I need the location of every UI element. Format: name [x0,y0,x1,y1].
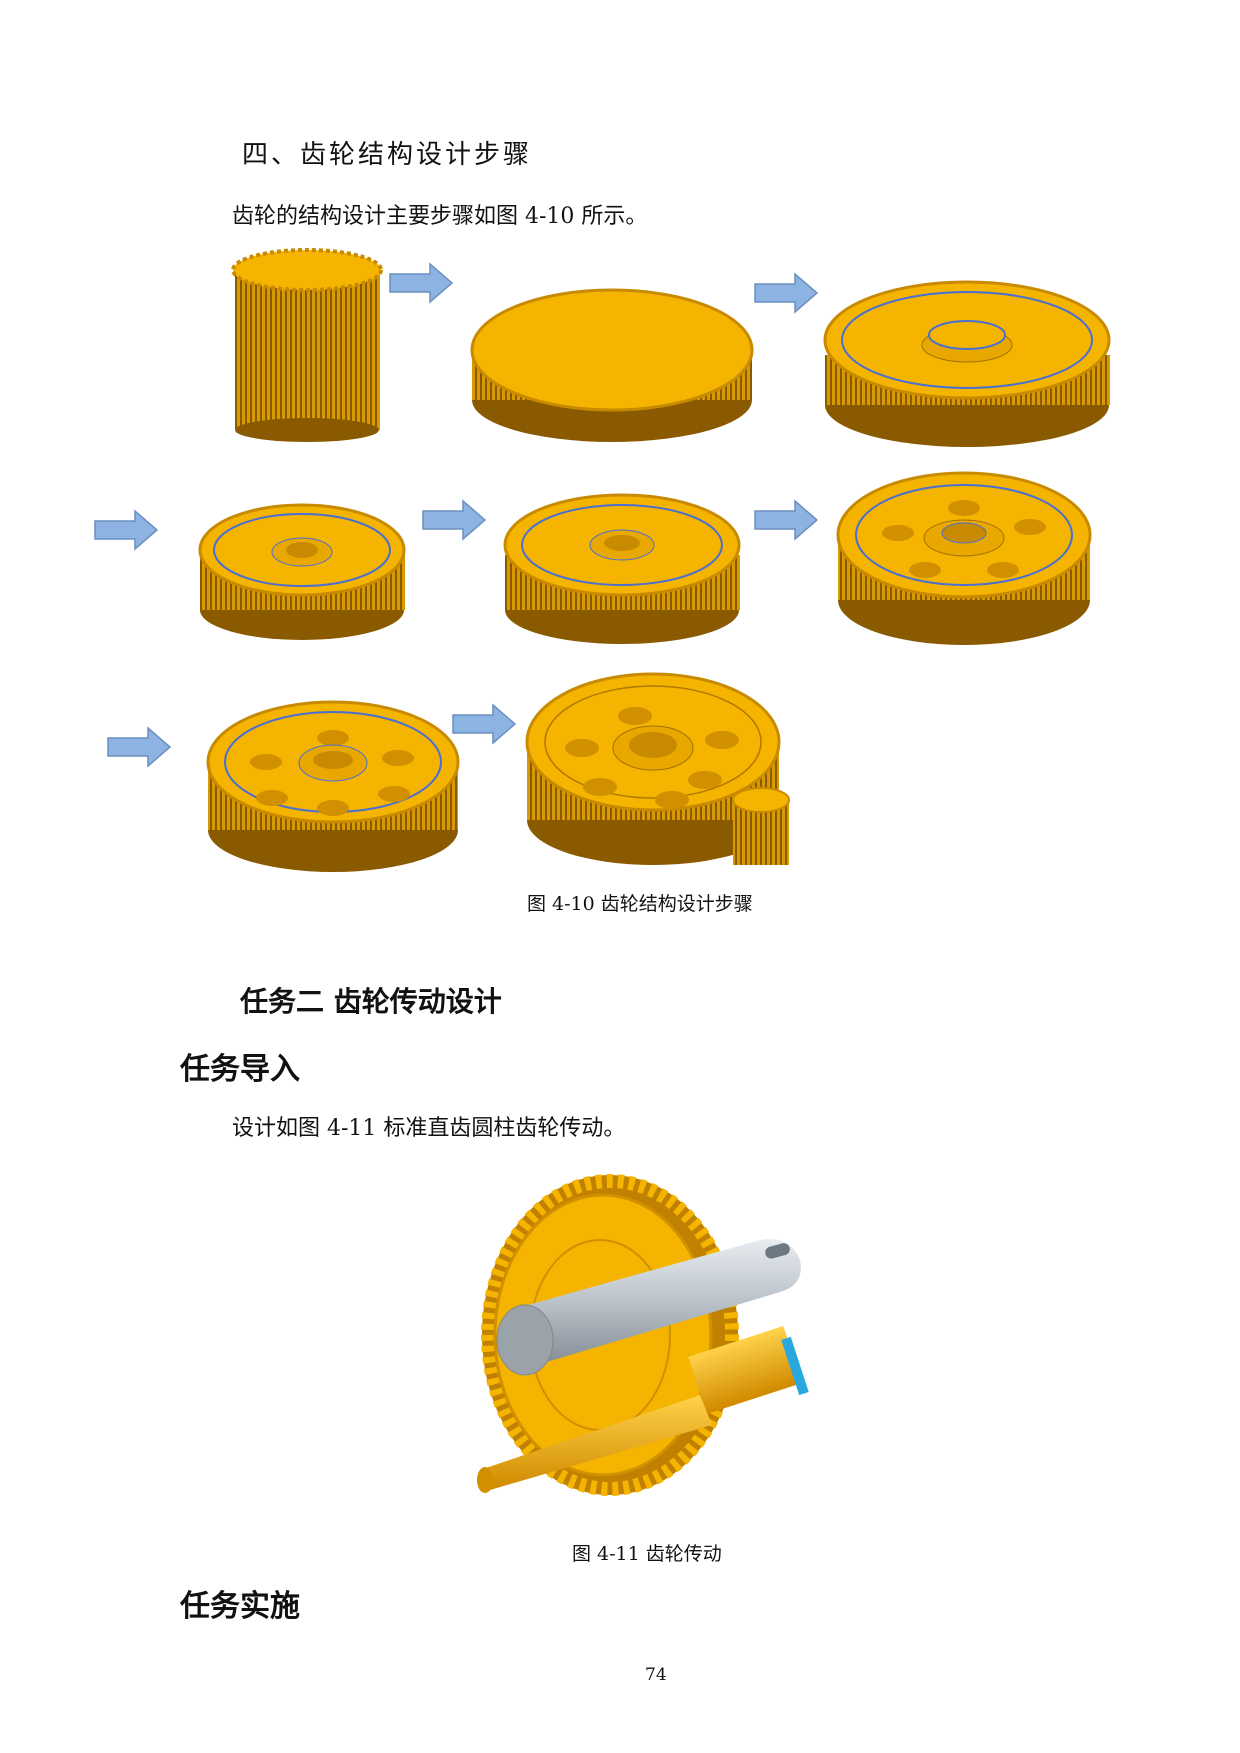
gear-step-5 [836,471,1092,645]
task-impl-heading: 任务实施 [180,1589,300,1624]
gear-blank-pinion [231,248,383,442]
figure-4-11-caption: 图 4-11 齿轮传动 [572,1543,722,1565]
task-intro-heading: 任务导入 [180,1052,300,1087]
gear-step-1 [470,288,754,442]
gear-step-4 [503,493,741,644]
figure-4-10-caption: 图 4-10 齿轮结构设计步骤 [527,893,753,915]
page-number: 74 [645,1665,667,1685]
task2-heading: 任务二 齿轮传动设计 [240,985,502,1018]
gear-final-with-pinion [525,672,790,865]
gear-step-3 [198,503,406,640]
section-title: 四、齿轮结构设计步骤 [242,140,533,170]
intro-paragraph: 齿轮的结构设计主要步骤如图 4-10 所示。 [232,204,648,229]
gear-step-6 [206,700,460,872]
gear-step-2 [823,280,1111,447]
task-intro-paragraph: 设计如图 4-11 标准直齿圆柱齿轮传动。 [232,1116,626,1141]
